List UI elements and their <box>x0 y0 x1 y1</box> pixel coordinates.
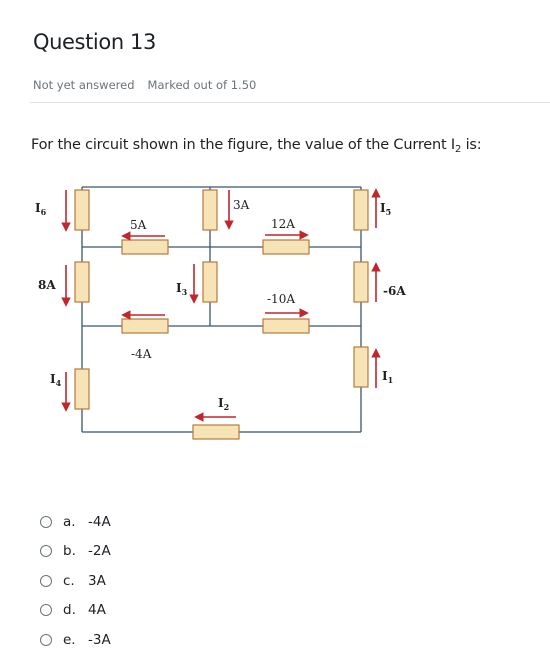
answer-option-b[interactable]: b. -2A <box>40 537 111 567</box>
answer-option-a[interactable]: a. -4A <box>40 507 111 537</box>
label-i3: I3 <box>176 281 188 297</box>
option-letter: e. <box>63 631 76 648</box>
label-3a: 3A <box>233 198 250 212</box>
answer-option-d[interactable]: d. 4A <box>40 596 111 626</box>
resistor-5a <box>121 239 169 255</box>
divider <box>30 102 550 103</box>
option-letter: b. <box>63 543 76 560</box>
answer-option-e[interactable]: e. -3A <box>40 625 111 655</box>
resistor-i3 <box>202 261 218 303</box>
label-m10a: -10A <box>267 292 295 306</box>
radio-e[interactable] <box>40 633 52 646</box>
label-i2: I2 <box>218 396 229 412</box>
resistor-i2 <box>192 424 240 440</box>
marks-info: Marked out of 1.50 <box>147 78 257 92</box>
option-letter: a. <box>63 513 76 530</box>
label-12a: 12A <box>271 217 295 231</box>
resistor-12a <box>262 239 310 255</box>
option-value: -2A <box>88 543 111 560</box>
radio-b[interactable] <box>40 545 52 558</box>
label-m4a: -4A <box>131 347 152 361</box>
circuit-diagram: I6 5A 3A 12A I5 8A I3 -6A -10A -4A I4 I1… <box>35 186 406 440</box>
answer-status: Not yet answered <box>33 78 135 92</box>
label-i1: I1 <box>382 369 393 385</box>
resistor-3a <box>202 189 218 231</box>
label-8a: 8A <box>38 278 56 292</box>
question-info: Not yet answered Marked out of 1.50 <box>33 78 256 92</box>
resistor-i1 <box>353 346 369 388</box>
answer-option-c[interactable]: c. 3A <box>40 566 111 596</box>
option-value: 4A <box>88 602 106 619</box>
resistor-8a <box>74 261 90 303</box>
label-i6: I6 <box>35 201 47 217</box>
label-5a: 5A <box>130 218 147 232</box>
option-value: 3A <box>88 572 106 589</box>
current-arrows <box>61 188 381 422</box>
resistor-i6 <box>74 189 90 231</box>
label-i5: I5 <box>380 201 391 217</box>
resistor-i5 <box>353 189 369 231</box>
answer-options: a. -4A b. -2A c. 3A d. 4A e. -3A <box>40 507 111 655</box>
label-i4: I4 <box>50 372 62 388</box>
resistor-i4 <box>74 368 90 410</box>
question-text: For the circuit shown in the figure, the… <box>31 137 482 155</box>
resistor-m4a <box>121 318 169 334</box>
radio-d[interactable] <box>40 604 52 617</box>
radio-a[interactable] <box>40 515 52 528</box>
option-value: -3A <box>88 631 111 648</box>
option-letter: d. <box>63 602 76 619</box>
option-value: -4A <box>88 513 111 530</box>
resistor-m10a <box>262 318 310 334</box>
resistor-m6a <box>353 261 369 303</box>
question-title: Question 13 <box>33 30 156 54</box>
option-letter: c. <box>63 572 75 589</box>
resistors <box>74 189 369 440</box>
radio-c[interactable] <box>40 574 52 587</box>
label-m6a: -6A <box>383 284 406 298</box>
